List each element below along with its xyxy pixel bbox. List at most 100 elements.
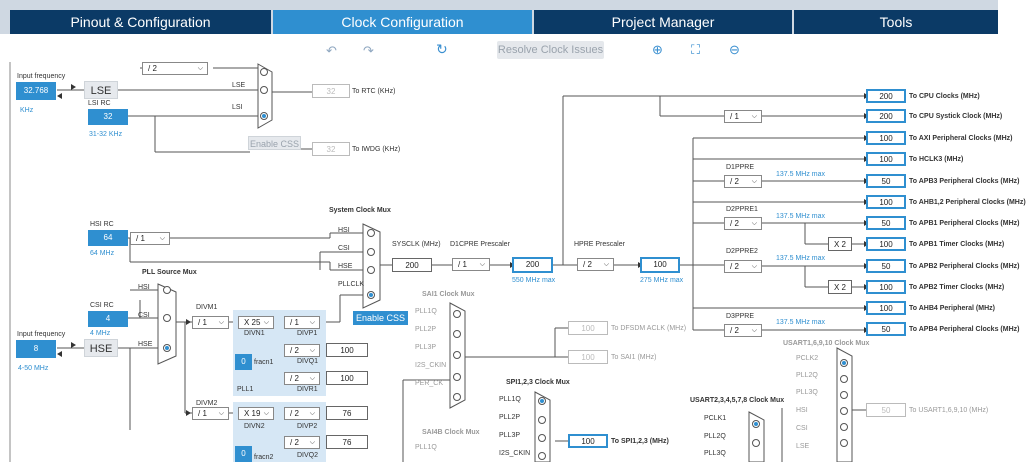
dfsdm-aclk-value: 100 [568, 321, 608, 335]
rtc-output-label: To RTC (KHz) [352, 88, 396, 95]
d2ppre2-select[interactable]: / 2⌵ [724, 260, 762, 273]
lse-oscillator: LSE [84, 81, 118, 99]
systick-divider-select[interactable]: / 1⌵ [724, 110, 762, 123]
divn1-label: DIVN1 [244, 330, 265, 337]
divr1-select[interactable]: / 2⌵ [284, 372, 320, 385]
usart2-in-pll2q: PLL2Q [704, 433, 726, 440]
usart1-in-csi: CSI [796, 425, 808, 432]
sai4b-mux-title: SAI4B Clock Mux [422, 429, 480, 436]
divp2-output: 76 [326, 406, 368, 420]
usart1-in-pll3q: PLL3Q [796, 389, 818, 396]
undo-icon[interactable]: ↶ [326, 43, 337, 58]
divq2-select[interactable]: / 2⌵ [284, 436, 320, 449]
divn2-select[interactable]: X 19⌵ [238, 407, 274, 420]
usart1-in-hsi: HSI [796, 407, 808, 414]
usart1-in-lse: LSE [796, 443, 810, 450]
system-clock-mux [362, 223, 381, 309]
tab-tools[interactable]: Tools [794, 10, 998, 34]
cpu-clock-max: 550 MHz max [512, 277, 556, 284]
dfsdm-aclk-label: To DFSDM ACLK (MHz) [611, 325, 687, 332]
divm1-label: DIVM1 [196, 304, 218, 311]
divr1-label: DIVR1 [297, 386, 318, 393]
d1cpre-select[interactable]: / 1⌵ [452, 258, 490, 271]
hpre-select[interactable]: / 2⌵ [577, 258, 614, 271]
divr1-output: 100 [326, 371, 368, 385]
system-clock-mux-title: System Clock Mux [329, 207, 391, 214]
sai1-in-pll3p: PLL3P [415, 344, 437, 351]
d2ppre1-max: 137.5 MHz max [776, 213, 826, 220]
lsi-rc-value: 32 [88, 109, 128, 125]
lse-unit: KHz [20, 107, 34, 114]
fracn2-input[interactable]: 0 [235, 446, 252, 462]
ahb12-label: To AHB1,2 Peripheral Clocks (MHz) [909, 199, 1026, 206]
apb1-label: To APB1 Peripheral Clocks (MHz) [909, 220, 1020, 227]
sai1-in-i2s-ckin: I2S_CKIN [415, 362, 447, 369]
d3ppre-select[interactable]: / 2⌵ [724, 324, 762, 337]
d2ppre2-max: 137.5 MHz max [776, 255, 826, 262]
refresh-icon[interactable]: ↻ [436, 41, 448, 57]
lse-frequency-input[interactable]: 32.768 [16, 82, 56, 100]
usart2-in-pclk1: PCLK1 [704, 415, 727, 422]
tab-pinout[interactable]: Pinout & Configuration [10, 10, 271, 34]
ahb4-value: 100 [866, 301, 906, 315]
d3ppre-label: D3PPRE [726, 313, 755, 320]
hsi-divider-select[interactable]: / 1⌵ [130, 232, 170, 245]
resolve-clock-issues-button[interactable]: Resolve Clock Issues [497, 41, 604, 59]
divp2-label: DIVP2 [297, 423, 318, 430]
zoom-in-icon[interactable]: ⊕ [652, 42, 663, 57]
csi-rc-value: 4 [88, 311, 128, 327]
tab-project-manager[interactable]: Project Manager [534, 10, 792, 34]
spi-value: 100 [568, 434, 608, 448]
apb2-timer-value: 100 [866, 280, 906, 294]
apb4-value: 50 [866, 322, 906, 336]
spi-clock-mux [534, 391, 551, 462]
rtc-value: 32 [312, 84, 350, 98]
d2ppre2-label: D2PPRE2 [726, 248, 758, 255]
fit-to-screen-icon[interactable]: ⛶ [691, 42, 701, 57]
pll-source-hse-label: HSE [138, 341, 153, 348]
enable-css-hse-button[interactable]: Enable CSS [353, 311, 408, 325]
apb3-label: To APB3 Peripheral Clocks (MHz) [909, 178, 1020, 185]
lsi-rc-label: LSI RC [88, 100, 111, 107]
hclk-max: 275 MHz max [640, 277, 684, 284]
sysmux-pllclk-label: PLLCLK [338, 281, 365, 288]
fracn1-label: fracn1 [254, 359, 274, 366]
spi-in-pll2p: PLL2P [499, 414, 521, 421]
divp1-label: DIVP1 [297, 330, 318, 337]
hclk-value: 100 [640, 257, 680, 273]
cpu-clocks-value: 200 [866, 89, 906, 103]
usart1-in-pll2q: PLL2Q [796, 372, 818, 379]
fracn1-input[interactable]: 0 [235, 354, 252, 370]
divm2-select[interactable]: / 1⌵ [192, 407, 229, 420]
divq1-label: DIVQ1 [297, 358, 319, 365]
sysclk-label: SYSCLK (MHz) [392, 241, 441, 248]
tab-clock-configuration[interactable]: Clock Configuration [273, 10, 532, 34]
d1ppre-select[interactable]: / 2⌵ [724, 175, 762, 188]
iwdg-output-label: To IWDG (KHz) [352, 146, 401, 153]
sai1-in-pll2p: PLL2P [415, 326, 437, 333]
usart2-in-pll3q: PLL3Q [704, 450, 726, 457]
divn1-select[interactable]: X 25⌵ [238, 316, 274, 329]
pll-source-mux-title: PLL Source Mux [142, 269, 197, 276]
zoom-out-icon[interactable]: ⊖ [729, 42, 740, 57]
apb2-timer-label: To APB2 Timer Clocks (MHz) [909, 284, 1005, 291]
hse-range: 4-50 MHz [18, 365, 49, 372]
apb4-label: To APB4 Peripheral Clocks (MHz) [909, 326, 1020, 333]
apb1-timer-label: To APB1 Timer Clocks (MHz) [909, 241, 1005, 248]
lse-input-frequency-label: Input frequency [17, 73, 66, 80]
systick-label: To CPU Systick Clock (MHz) [909, 113, 1003, 120]
divq1-select[interactable]: / 2⌵ [284, 344, 320, 357]
usart2-mux-title: USART2,3,4,5,7,8 Clock Mux [690, 397, 785, 404]
divm1-select[interactable]: / 1⌵ [192, 316, 229, 329]
redo-icon[interactable]: ↷ [363, 43, 374, 58]
hsi-rc-value: 64 [88, 230, 128, 246]
iwdg-value: 32 [312, 142, 350, 156]
enable-css-lse-button[interactable]: Enable CSS [248, 136, 301, 150]
hse-rtc-divider-select[interactable]: / 2⌵ [142, 62, 208, 75]
d2ppre1-select[interactable]: / 2⌵ [724, 217, 762, 230]
divp1-select[interactable]: / 1⌵ [284, 316, 320, 329]
hse-frequency-input[interactable]: 8 [16, 340, 56, 358]
divq1-output: 100 [326, 343, 368, 357]
sai1-output-label: To SAI1 (MHz) [611, 354, 657, 361]
divp2-select[interactable]: / 2⌵ [284, 407, 320, 420]
